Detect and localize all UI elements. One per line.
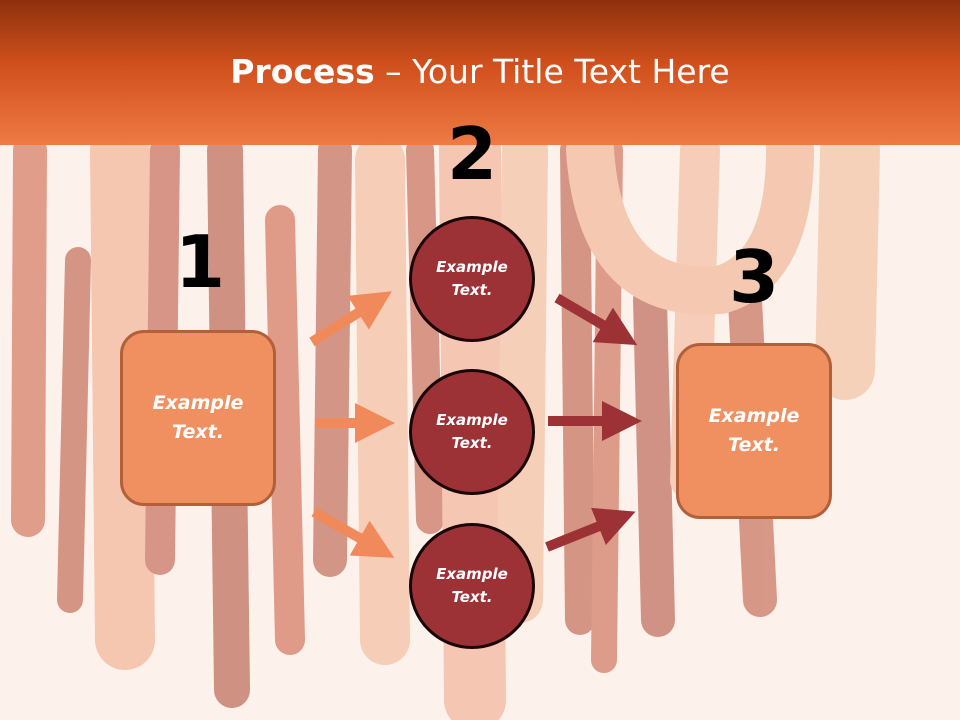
- arrow-bottom-to-right: [545, 507, 636, 552]
- middle-circle-bottom: Example Text.: [409, 523, 535, 649]
- title-bold: Process: [230, 52, 375, 91]
- left-text-box: Example Text.: [120, 330, 276, 506]
- left-box-text: Example Text.: [152, 392, 244, 443]
- step-number-3: 3: [728, 235, 780, 319]
- arrow-left-to-bottom: [311, 507, 395, 558]
- step-number-2: 2: [446, 112, 498, 196]
- circle-center-text: Example Text.: [436, 411, 508, 452]
- right-box-text: Example Text.: [708, 405, 800, 456]
- slide-title: Process – Your Title Text Here: [0, 52, 960, 91]
- circle-top-text: Example Text.: [436, 258, 508, 299]
- arrow-top-to-right: [554, 293, 638, 346]
- title-rest: – Your Title Text Here: [374, 52, 730, 91]
- arrow-left-to-top: [309, 291, 392, 347]
- right-text-box: Example Text.: [676, 343, 832, 519]
- step-number-1: 1: [174, 220, 226, 304]
- title-bar: [0, 0, 960, 145]
- middle-circle-top: Example Text.: [409, 216, 535, 342]
- middle-circle-center: Example Text.: [409, 369, 535, 495]
- circle-bottom-text: Example Text.: [436, 565, 508, 606]
